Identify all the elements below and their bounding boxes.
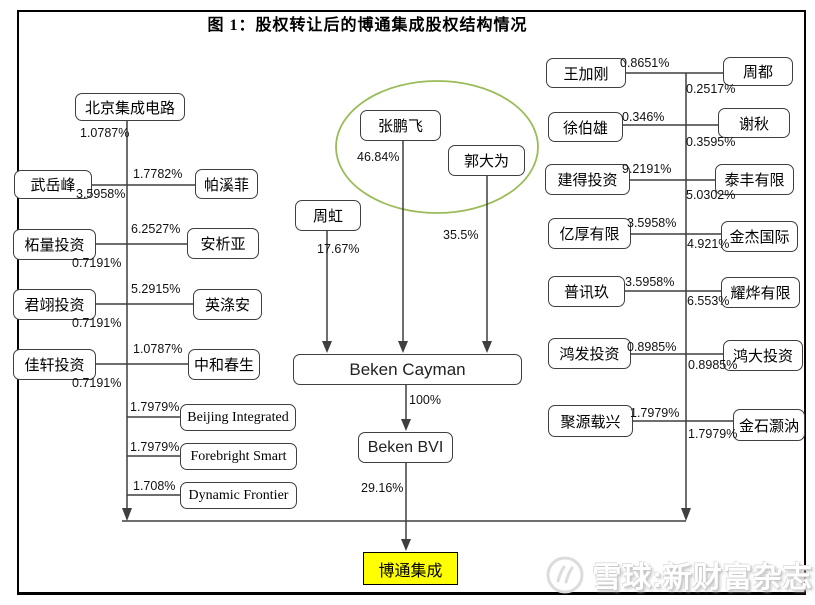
pct-zheliang: 0.7191%: [72, 256, 122, 270]
xueqiu-logo-icon: [546, 556, 584, 594]
node-zhangpengfei: 张鹏飞: [360, 110, 441, 141]
pct-zhonghechunsheng: 1.0787%: [133, 342, 183, 356]
pct-forebright-smart: 1.7979%: [130, 440, 180, 454]
node-xieqiu: 谢秋: [718, 108, 790, 138]
pct-yingdian: 5.2915%: [131, 282, 181, 296]
node-beijing-integrated: Beijing Integrated: [180, 404, 296, 431]
pct-yaoye: 6.553%: [687, 294, 730, 308]
node-beijing-ic: 北京集成电路: [75, 93, 185, 121]
pct-cayman-to-bvi: 100%: [409, 393, 441, 407]
pct-jiande: 9.2191%: [622, 162, 672, 176]
pct-junyi: 0.7191%: [72, 316, 122, 330]
node-jinshihaorui: 金石灏汭: [733, 409, 805, 441]
node-jiande: 建得投资: [545, 164, 630, 195]
figure-title: 图 1：股权转让后的博通集成股权结构情况: [207, 17, 528, 34]
pct-zhangpengfei: 46.84%: [357, 150, 400, 164]
node-yingdian: 英涤安: [193, 289, 262, 320]
watermark-text: 雪球:新财富杂志: [592, 562, 813, 594]
node-hongfa: 鸿发投资: [548, 338, 631, 369]
pct-beijing-integrated: 1.7979%: [130, 400, 180, 414]
pct-zhouhong: 17.67%: [317, 242, 360, 256]
pct-hongda: 0.8985%: [688, 358, 738, 372]
node-yaoye: 耀烨有限: [721, 277, 800, 308]
node-jiaxuan: 佳轩投资: [13, 349, 96, 380]
pct-xuboxiong: 0.346%: [622, 110, 665, 124]
pct-paxifei: 1.7782%: [133, 167, 183, 181]
pct-jinshihaorui: 1.7979%: [688, 427, 738, 441]
node-beken-listco: 博通集成: [363, 552, 458, 585]
node-junyi: 君翊投资: [13, 289, 96, 320]
node-zhoudu: 周都: [723, 57, 793, 86]
pct-dynamic-frontier: 1.708%: [133, 479, 176, 493]
node-zheliang: 柘量投资: [13, 229, 96, 260]
node-taifeng: 泰丰有限: [715, 164, 794, 195]
node-wuyuefeng: 武岳峰: [14, 170, 92, 199]
pct-wangjiagang: 0.8651%: [620, 56, 670, 70]
node-zhouhong: 周虹: [295, 200, 361, 231]
pct-hongfa: 0.8985%: [627, 340, 677, 354]
pct-jinjie: 4.921%: [687, 237, 730, 251]
node-guodawei: 郭大为: [448, 145, 525, 176]
node-dynamic-frontier: Dynamic Frontier: [180, 482, 297, 509]
node-juyuanzaixing: 聚源载兴: [548, 405, 633, 437]
pct-guodawei: 35.5%: [443, 228, 479, 242]
pct-jiaxuan: 0.7191%: [72, 376, 122, 390]
node-zhonghechunsheng: 中和春生: [188, 349, 260, 380]
pct-zhoudu: 0.2517%: [686, 82, 736, 96]
node-jinjie: 金杰国际: [721, 221, 798, 252]
node-beken-cayman: Beken Cayman: [293, 354, 522, 385]
pct-taifeng: 5.0302%: [686, 188, 736, 202]
node-wangjiagang: 王加刚: [546, 58, 626, 88]
pct-bvi-to-listco: 29.16%: [361, 481, 404, 495]
node-hongda: 鸿大投资: [723, 340, 803, 371]
pct-puxunjiu: 3.5958%: [625, 275, 675, 289]
node-xuboxiong: 徐伯雄: [548, 112, 623, 142]
pct-juyuanzaixing: 1.7979%: [630, 406, 680, 420]
node-yihou: 亿厚有限: [548, 218, 631, 249]
watermark: 雪球:新财富杂志: [544, 554, 813, 596]
pct-beijing-ic: 1.0787%: [80, 126, 130, 140]
node-beken-bvi: Beken BVI: [358, 432, 453, 463]
pct-anxiya: 6.2527%: [131, 222, 181, 236]
node-anxiya: 安析亚: [187, 228, 259, 259]
founders-highlight-ellipse: [335, 80, 539, 214]
node-paxifei: 帕溪菲: [195, 169, 258, 199]
pct-yihou: 3.5958%: [627, 216, 677, 230]
pct-wuyuefeng: 3.5958%: [76, 187, 126, 201]
node-forebright-smart: Forebright Smart: [180, 443, 297, 470]
node-puxunjiu: 普讯玖: [548, 276, 625, 307]
pct-xieqiu: 0.3595%: [686, 135, 736, 149]
